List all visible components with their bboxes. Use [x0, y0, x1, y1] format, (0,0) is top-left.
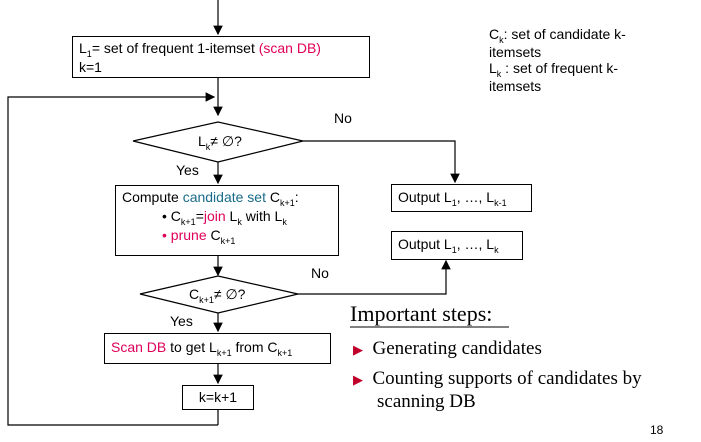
o1-a: Output L [398, 189, 452, 205]
step-text-1: Generating candidates [372, 338, 542, 359]
triangle-bullet-icon: ▶ [353, 342, 363, 357]
steps-list: ▶ Generating candidates ▶ Counting suppo… [353, 338, 642, 413]
compute-sub: k+1 [280, 198, 295, 208]
o2-a: Output L [398, 236, 452, 252]
bullet-dot-icon: • [162, 227, 171, 243]
page-number: 18 [650, 423, 664, 437]
b1-b: L [225, 208, 238, 224]
b1-sub3: k [282, 217, 287, 227]
o1-sub2: k-1 [494, 198, 507, 208]
b1-eq: = [195, 208, 204, 224]
bullet-dot-icon: • [162, 208, 171, 224]
init-scan-db: (scan DB) [258, 40, 321, 56]
steps-title: Important steps: [350, 301, 493, 326]
output1-text: Output L1, …, Lk-1 [398, 189, 525, 208]
lk-sub: k [496, 69, 502, 79]
step-item-1: ▶ Generating candidates [353, 338, 642, 368]
b1-sub: k+1 [180, 217, 196, 227]
d1-text: ≠ ∅? [210, 133, 242, 149]
legend: Ck: set of candidate k- itemsets Lk : se… [489, 26, 626, 94]
compute-bullet2: • prune Ck+1 [122, 227, 332, 246]
decision1-no: No [334, 110, 352, 126]
compute-line1: Compute candidate set Ck+1: [122, 189, 332, 208]
ck-sub: k [499, 35, 504, 45]
step-text-3: scanning DB [377, 391, 476, 412]
decision2-no: No [311, 265, 329, 281]
b1-c: with L [241, 208, 283, 224]
scan-sub2: k+1 [277, 348, 293, 358]
d2-symbol: C [189, 286, 200, 302]
d2-sub: k+1 [199, 295, 214, 305]
triangle-bullet-icon: ▶ [353, 372, 363, 387]
o2-b: , …, L [456, 236, 495, 252]
decision2-yes: Yes [170, 313, 193, 329]
b1-a: C [170, 208, 181, 224]
l1-symbol: L [79, 40, 87, 56]
decision2-label: Ck+1≠ ∅? [189, 286, 245, 305]
o1-b: , …, L [456, 189, 495, 205]
b2-sub: k+1 [220, 236, 236, 246]
lk-text: : set of frequent k- [501, 60, 619, 76]
scan-sub1: k+1 [216, 348, 232, 358]
compute-c: : [294, 189, 299, 205]
output1-box: Output L1, …, Lk-1 [391, 184, 532, 212]
init-text: = set of frequent 1-itemset [91, 40, 259, 56]
o2-sub2: k [494, 245, 499, 255]
legend-ck: Ck: set of candidate k- [489, 26, 626, 45]
d2-text: ≠ ∅? [213, 286, 246, 302]
increment-text: k=k+1 [198, 389, 238, 405]
init-line1: L1= set of frequent 1-itemset (scan DB) [79, 40, 363, 59]
init-line2: k=1 [79, 59, 102, 75]
b1-join: join [203, 208, 226, 224]
b1-sub2: k [237, 217, 242, 227]
output2-text: Output L1, …, Lk [398, 236, 516, 255]
step-item-2: ▶ Counting supports of candidates by [353, 368, 642, 391]
d1-symbol: L [198, 133, 206, 149]
b2-prune: prune [170, 227, 207, 243]
ck-symbol: C [489, 26, 500, 42]
scan-b: from C [231, 339, 278, 355]
compute-bullet1: • Ck+1=join Lk with Lk [122, 208, 332, 227]
l1-sub: 1 [86, 49, 92, 59]
init-box: L1= set of frequent 1-itemset (scan DB) … [72, 36, 370, 78]
compute-candidate-set: candidate set [182, 189, 266, 205]
decision1-yes: Yes [176, 162, 199, 178]
increment-box: k=k+1 [182, 385, 254, 410]
output2-box: Output L1, …, Lk [391, 231, 523, 260]
compute-a: Compute [122, 189, 183, 205]
lk-symbol: L [489, 60, 497, 76]
scan-box: Scan DB to get Lk+1 from Ck+1 [104, 333, 331, 364]
scan-text: Scan DB to get Lk+1 from Ck+1 [111, 339, 324, 358]
lk-text2: itemsets [489, 78, 542, 94]
d1-sub: k [205, 142, 211, 152]
ck-text2: itemsets [489, 44, 542, 60]
legend-lk: Lk : set of frequent k- [489, 60, 626, 79]
decision1-label: Lk≠ ∅? [198, 133, 242, 152]
step-text-2: Counting supports of candidates by [372, 368, 642, 389]
o1-sub1: 1 [451, 198, 457, 208]
ck-text: : set of candidate k- [503, 26, 626, 42]
compute-box: Compute candidate set Ck+1: • Ck+1=join … [115, 185, 339, 256]
b2-b: C [206, 227, 221, 243]
o2-sub1: 1 [451, 245, 457, 255]
compute-b: C [266, 189, 280, 205]
scan-db: Scan DB [111, 339, 167, 355]
scan-a: to get L [166, 339, 217, 355]
